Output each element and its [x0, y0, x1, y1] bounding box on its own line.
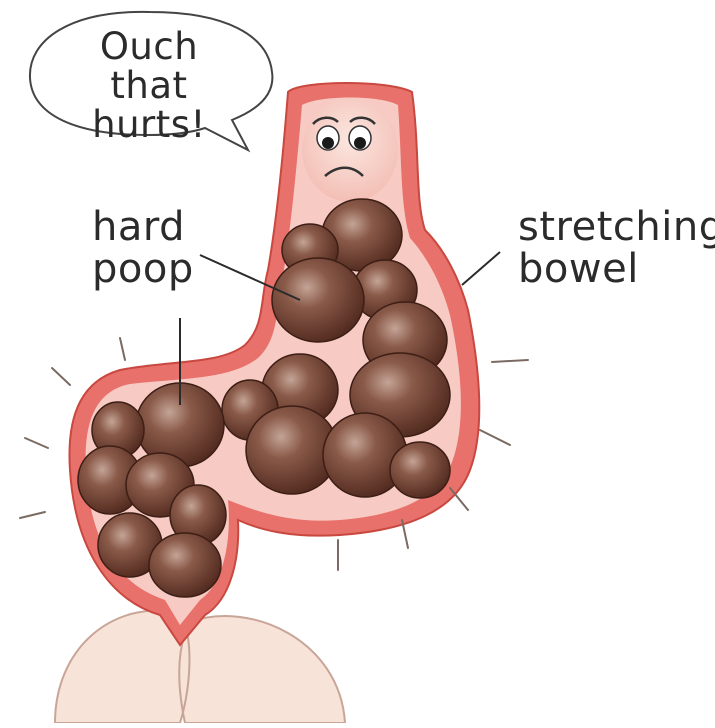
hard-poop-label: hard poop — [92, 206, 194, 290]
speech-line-1: Ouch — [54, 28, 244, 67]
right-pupil — [354, 137, 366, 149]
stretching-bowel-label-line-2: bowel — [518, 248, 715, 290]
hard-poop-label-line-1: hard — [92, 206, 194, 248]
speech-bubble-text: Ouch that hurts! — [54, 28, 244, 145]
hard-poop-label-line-2: poop — [92, 248, 194, 290]
left-pupil — [322, 137, 334, 149]
stretching-bowel-label: stretching bowel — [518, 206, 715, 290]
bowel-pointer-line — [462, 252, 500, 285]
buttocks — [55, 610, 345, 723]
face — [302, 98, 398, 202]
stretching-bowel-label-line-1: stretching — [518, 206, 715, 248]
speech-line-2: that hurts! — [54, 67, 244, 145]
